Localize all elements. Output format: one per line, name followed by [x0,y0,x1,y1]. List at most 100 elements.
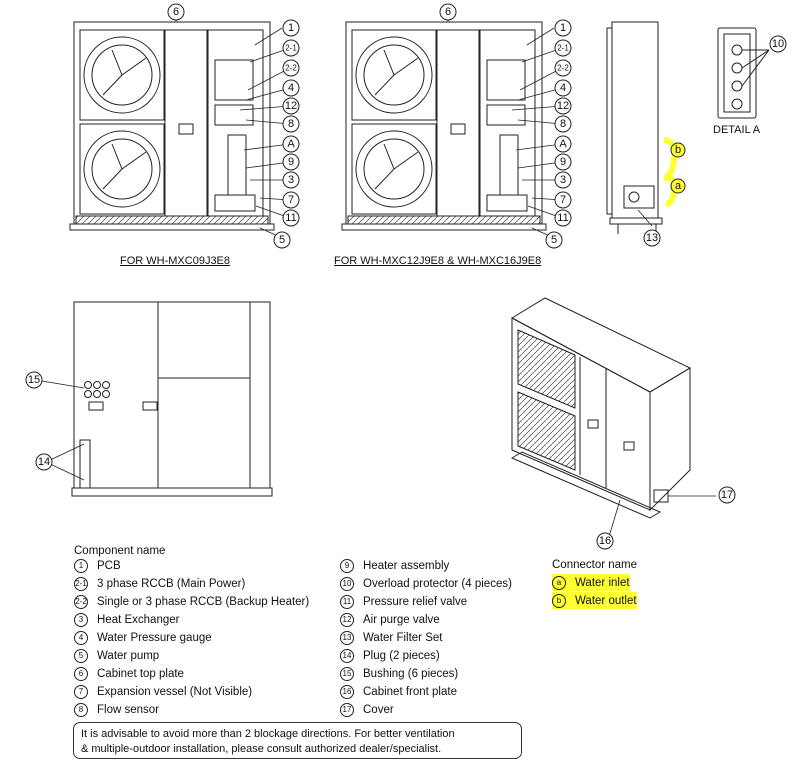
svg-text:4: 4 [288,82,294,94]
caption-model-a: FOR WH-MXC09J3E8 [120,255,231,267]
callout-12b: 12 [554,97,572,115]
callout-a: a [670,178,686,194]
component-name: Flow sensor [97,703,159,716]
component-number-badge: 6 [74,666,88,681]
component-name: 3 phase RCCB (Main Power) [97,577,246,590]
connector-name: Water outlet [575,594,637,607]
component-row: 17 Cover [340,701,394,718]
callout-13: 13 [643,229,661,247]
callout-2-1a: 2-1 [282,39,300,57]
callout-8a: 8 [282,115,300,133]
component-number-badge: 17 [340,702,354,717]
component-name: Cabinet top plate [97,667,184,680]
svg-text:11: 11 [557,212,568,224]
svg-text:2-1: 2-1 [557,44,569,53]
svg-text:A: A [287,138,295,150]
callout-Ab: A [554,135,572,153]
callout-2-2b: 2-2 [554,59,572,77]
component-name: Water Pressure gauge [97,631,212,644]
svg-text:16: 16 [599,535,611,547]
component-row: 2-2 Single or 3 phase RCCB (Backup Heater… [74,593,309,610]
component-name: PCB [97,559,121,572]
svg-text:b: b [675,144,681,156]
callout-12a: 12 [282,97,300,115]
callout-2-2a: 2-2 [282,59,300,77]
component-name: Single or 3 phase RCCB (Backup Heater) [97,595,310,608]
caption-model-b: FOR WH-MXC12J9E8 & WH-MXC16J9E8 [334,255,542,267]
svg-text:6: 6 [173,6,179,18]
caption-detail-a: DETAIL A [713,124,761,136]
svg-text:3: 3 [560,174,566,186]
component-number-badge: 8 [74,702,88,717]
connector-name: Water inlet [575,576,630,589]
connector-row: b Water outlet [552,592,637,609]
svg-text:2-1: 2-1 [285,44,297,53]
component-number-badge: 9 [340,558,354,573]
callout-markers: 6 1 2-1 2-2 4 12 8 A 9 3 7 11 5 6 1 2-1 … [25,3,787,550]
side-view [606,21,663,234]
connector-heading: Connector name [552,558,638,571]
detail-a-drawing [717,27,770,119]
svg-text:15: 15 [28,374,40,386]
component-number-badge: 11 [340,594,354,609]
callout-17: 17 [718,486,736,504]
component-name: Water pump [97,649,160,662]
svg-text:3: 3 [288,174,294,186]
ventilation-note: It is advisable to avoid more than 2 blo… [73,722,522,759]
connector-number-badge: b [552,593,566,608]
callout-11b: 11 [554,209,572,227]
callout-7a: 7 [282,191,300,209]
callout-11a: 11 [282,209,300,227]
callout-6a: 6 [167,3,185,21]
component-number-badge: 3 [74,612,88,627]
connector-legend: Connector name a Water inlet b Water outlet [552,556,662,612]
svg-text:12: 12 [557,100,569,112]
callout-4b: 4 [554,79,572,97]
callout-2-1b: 2-1 [554,39,572,57]
component-number-badge: 7 [74,684,88,699]
callout-10: 10 [769,35,787,53]
svg-text:1: 1 [560,22,566,34]
unit-a-front-view [69,21,275,231]
callout-9b: 9 [554,153,572,171]
callout-8b: 8 [554,115,572,133]
callout-5a: 5 [273,231,291,249]
component-row: 11 Pressure relief valve [340,593,467,610]
callout-14: 14 [35,453,53,471]
component-number-badge: 16 [340,684,354,699]
svg-text:9: 9 [560,156,566,168]
connector-number-badge: a [552,575,566,590]
component-name: Pressure relief valve [363,595,468,608]
svg-text:7: 7 [560,194,566,206]
callout-16: 16 [596,532,614,550]
component-number-badge: 5 [74,648,88,663]
component-name: Cover [363,703,394,716]
svg-text:2-2: 2-2 [285,64,297,73]
note-line-1: It is advisable to avoid more than 2 blo… [81,728,455,740]
component-number-badge: 4 [74,630,88,645]
svg-text:14: 14 [38,456,50,468]
svg-text:5: 5 [279,234,285,246]
component-number-badge: 2-2 [74,594,88,609]
svg-text:12: 12 [285,100,297,112]
callout-1b: 1 [554,19,572,37]
callout-15: 15 [25,371,43,389]
svg-text:9: 9 [288,156,294,168]
svg-text:5: 5 [551,234,557,246]
component-heading: Component name [74,544,166,557]
svg-text:7: 7 [288,194,294,206]
svg-text:1: 1 [288,22,294,34]
callout-3a: 3 [282,171,300,189]
isometric-view [510,297,692,519]
callout-Aa: A [282,135,300,153]
callout-9a: 9 [282,153,300,171]
